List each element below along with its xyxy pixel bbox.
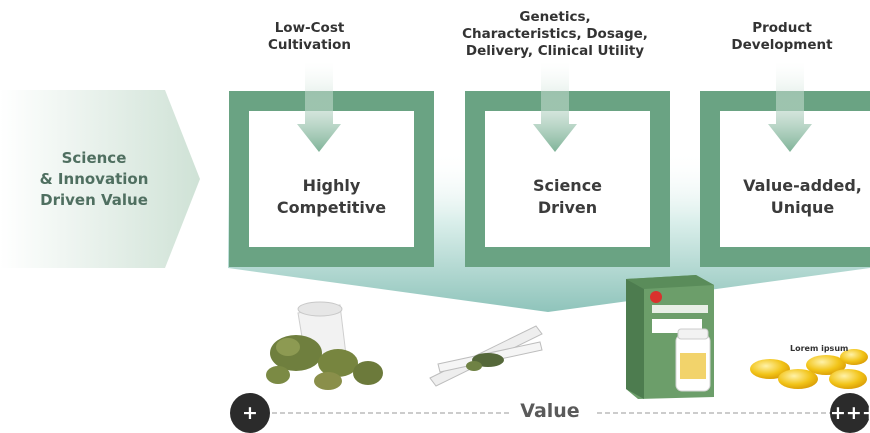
softgel-capsules-image bbox=[750, 349, 868, 389]
box-science-driven: Science Driven bbox=[465, 91, 670, 267]
down-arrow-icon bbox=[768, 62, 812, 152]
down-arrow-icon bbox=[297, 62, 341, 152]
label-product-development: Product Development bbox=[731, 20, 833, 53]
value-low-marker: + bbox=[230, 393, 270, 433]
product-caption: Lorem ipsum bbox=[790, 344, 849, 353]
chevron-label: Science & Innovation Driven Value bbox=[39, 149, 149, 209]
medicine-box-bottle-image bbox=[626, 275, 714, 399]
box-label-science-driven: Science Driven bbox=[532, 176, 603, 217]
box-label-value-added: Value-added, Unique bbox=[743, 176, 862, 217]
value-axis-label: Value bbox=[520, 400, 580, 422]
label-genetics: Genetics, Characteristics, Dosage, Deliv… bbox=[462, 9, 648, 59]
box-highly-competitive: Highly Competitive bbox=[229, 91, 434, 267]
science-innovation-chevron bbox=[0, 90, 200, 268]
down-arrow-icon bbox=[533, 62, 577, 152]
box-label-highly-competitive: Highly Competitive bbox=[276, 176, 387, 217]
value-high-marker: +++ bbox=[830, 393, 870, 433]
cannabis-buds-image bbox=[266, 301, 383, 390]
label-low-cost-cultivation: Low-Cost Cultivation bbox=[267, 20, 352, 53]
pre-roll-joints-image bbox=[429, 325, 543, 387]
